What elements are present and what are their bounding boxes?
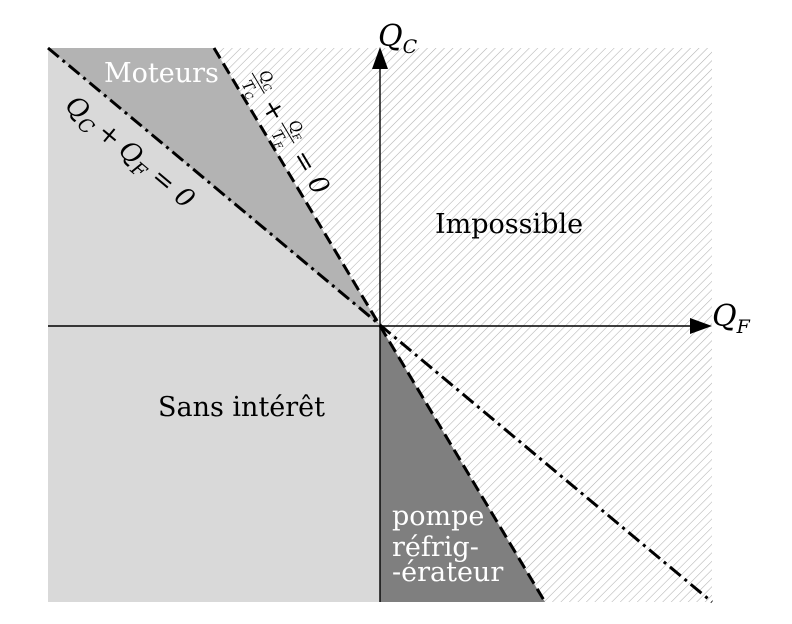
y-axis-label: QC (378, 19, 418, 58)
pompe-label-line3: -érateur (392, 557, 503, 588)
y-axis-arrow (372, 47, 388, 69)
sans-interet-region (48, 48, 380, 602)
pompe-label-line2: réfrig- (392, 532, 479, 563)
pompe-label-line1: pompe (392, 501, 484, 532)
x-axis-label: QF (712, 299, 751, 338)
sans-interet-label: Sans intérêt (158, 392, 325, 423)
energy-line (47, 46, 713, 604)
impossible-label: Impossible (435, 209, 583, 240)
moteurs-label: Moteurs (104, 58, 219, 89)
x-axis-arrow (690, 318, 712, 334)
